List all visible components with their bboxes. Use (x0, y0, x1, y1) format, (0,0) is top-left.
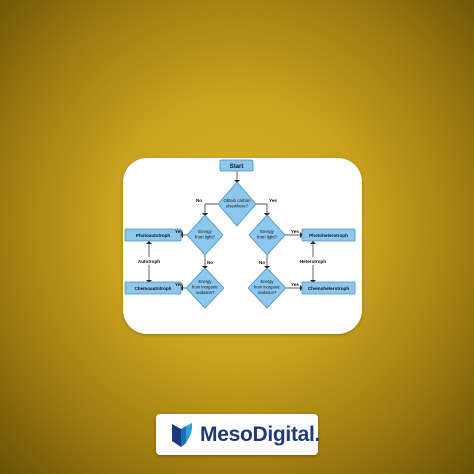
decision-inorganic-left-line3: oxidation? (196, 290, 215, 295)
edge-label-light-right-yes: Yes (291, 229, 299, 234)
decision-light-right-line2: from light? (257, 235, 278, 240)
decision-light-right: Energy from light? (248, 214, 286, 256)
start-label: Start (230, 164, 244, 170)
arrowhead (300, 285, 303, 291)
result-chemoautotroph: Chemoautotroph (124, 281, 182, 295)
decision-light-left-line2: from light? (195, 235, 216, 240)
decision-light-left-line1: Energy (198, 229, 212, 234)
diagram-card: Start Obtain carbon elsewhere? Energy fr… (123, 158, 362, 334)
decision-light-right-line1: Energy (260, 229, 274, 234)
decision-inorganic-right: Energy from inorganic oxidation? (247, 267, 287, 309)
decision-inorganic-left-line2: from inorganic (192, 285, 218, 290)
edge-label-inorg-left-yes: Yes (175, 282, 183, 287)
decision-light-left: Energy from light? (186, 214, 224, 256)
result-photoautotroph: Photoautotroph (124, 228, 182, 242)
group-label-autotroph: Autotroph (138, 259, 160, 264)
group-labels: Autotroph Heterotroph (134, 257, 330, 265)
decision-carbon-line1: Obtain carbon (224, 198, 252, 203)
photoautotroph-label: Photoautotroph (136, 233, 171, 238)
result-chemoheterotroph: Chemoheterotroph (301, 281, 356, 295)
edge-label-light-right-no: No (259, 260, 265, 265)
edge-label-carbon-yes: Yes (269, 198, 277, 203)
edge-carbon-no (204, 203, 219, 215)
arrowhead (310, 241, 316, 244)
decision-inorganic-right-line1: Energy (261, 279, 275, 284)
photoheterotroph-label: Photoheterotroph (309, 233, 348, 238)
edge-label-inorg-right-yes: Yes (291, 282, 299, 287)
decision-inorganic-right-line2: from inorganic (254, 285, 280, 290)
meso-leaf-logo-icon (170, 421, 194, 449)
edge-labels: No Yes Yes No Yes No Yes Yes (175, 198, 299, 287)
decision-inorganic-left: Energy from inorganic oxidation? (185, 267, 225, 309)
brand-badge: MesoDigital. (156, 414, 321, 455)
group-label-heterotroph: Heterotroph (300, 259, 326, 264)
edge-label-light-left-no: No (207, 260, 213, 265)
arrowhead (146, 280, 152, 283)
start-node: Start (219, 159, 254, 172)
decision-carbon-line2: elsewhere? (226, 204, 249, 209)
arrowhead (300, 232, 303, 238)
flowchart: Start Obtain carbon elsewhere? Energy fr… (124, 159, 356, 309)
edge-label-carbon-no: No (196, 198, 202, 203)
edge-carbon-yes (255, 203, 268, 215)
edge-label-light-left-yes: Yes (175, 229, 183, 234)
decision-inorganic-left-line1: Energy (199, 279, 213, 284)
chemoautotroph-label: Chemoautotroph (134, 286, 171, 291)
chemoheterotroph-label: Chemoheterotroph (308, 286, 350, 291)
result-photoheterotroph: Photoheterotroph (301, 228, 356, 242)
arrowhead (310, 280, 316, 283)
decision-carbon: Obtain carbon elsewhere? (217, 181, 257, 227)
decision-inorganic-right-line3: oxidation? (258, 290, 277, 295)
arrowhead (180, 232, 183, 238)
arrowhead (180, 285, 183, 291)
brand-name: MesoDigital. (200, 422, 321, 446)
arrowhead (146, 241, 152, 244)
